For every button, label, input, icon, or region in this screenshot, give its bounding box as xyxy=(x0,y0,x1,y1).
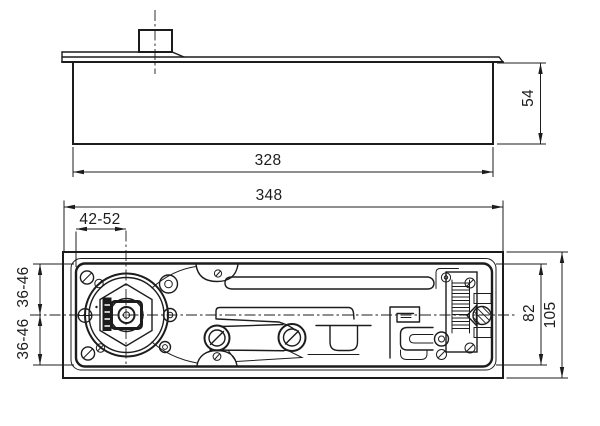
slide-bar xyxy=(224,268,459,290)
dim-label-overall-width: 105 xyxy=(542,301,559,329)
dim-105 xyxy=(506,251,568,379)
spindle-block xyxy=(138,29,173,53)
dim-54 xyxy=(497,62,546,145)
closer-body-outline xyxy=(72,61,494,145)
spring-hatch xyxy=(452,282,469,329)
pivot-rollers xyxy=(158,274,179,354)
hydraulic-channels xyxy=(389,306,450,360)
dim-42-52 xyxy=(75,226,126,267)
rating-plate xyxy=(102,297,112,331)
valve-needle xyxy=(466,303,478,328)
dim-328 xyxy=(72,147,494,177)
dim-36-46-pair xyxy=(33,263,74,366)
dim-label-body-height: 54 xyxy=(520,89,537,107)
plan-view xyxy=(30,200,568,379)
dim-label-mechanism-height: 82 xyxy=(521,304,538,322)
dim-label-spindle-offset: 42-52 xyxy=(79,211,121,228)
dim-label-axis-to-edge-top: 36-46 xyxy=(15,266,32,308)
mounting-screws xyxy=(77,270,106,361)
lever-arm xyxy=(203,323,307,363)
dim-82 xyxy=(496,263,547,366)
dim-label-axis-to-edge-bottom: 36-46 xyxy=(15,318,32,360)
dim-348 xyxy=(63,200,504,251)
dim-label-body-length: 328 xyxy=(254,152,282,169)
cover-plate-mid-edge xyxy=(61,56,504,63)
dim-label-overall-length: 348 xyxy=(255,187,283,204)
side-view xyxy=(61,10,546,177)
body-flange-outer xyxy=(70,258,497,371)
adjustment-valve xyxy=(472,305,492,326)
spring-valve-section xyxy=(445,271,492,354)
